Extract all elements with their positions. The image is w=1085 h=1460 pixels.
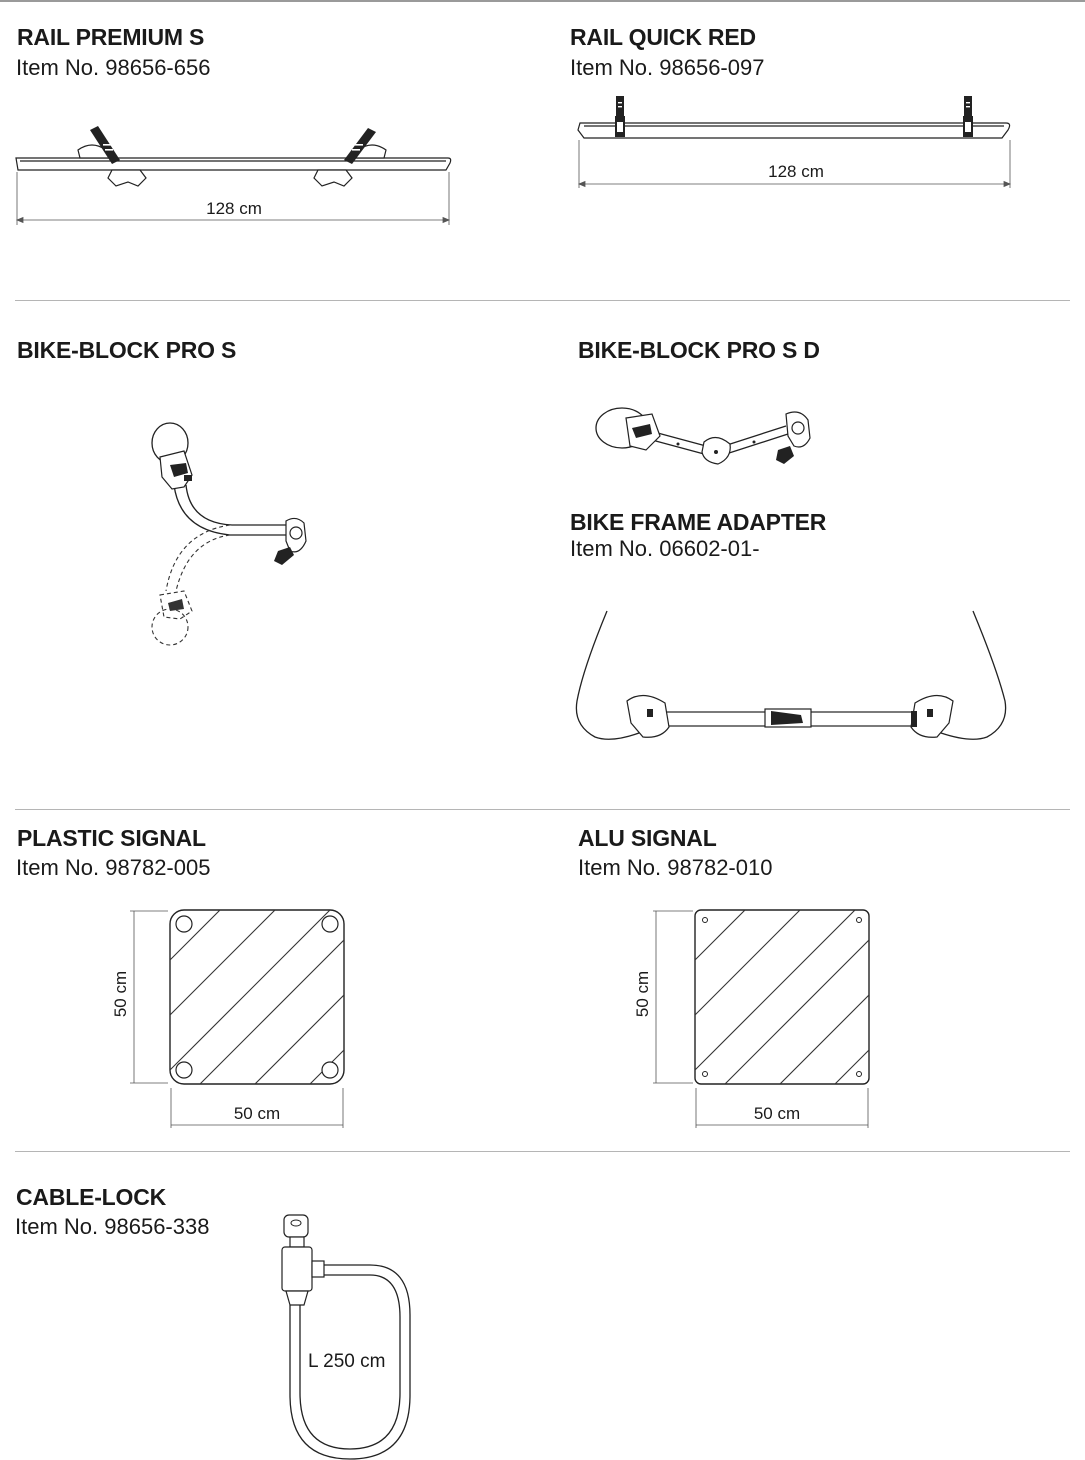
cable-lock-item-number: Item No. 98656-338	[15, 1214, 210, 1239]
bike-block-d-drawing	[595, 407, 811, 465]
rail-premium-length: 128 cm	[206, 199, 262, 218]
bike-block-d-title: BIKE-BLOCK PRO S D	[578, 337, 820, 363]
bike-block-drawing	[151, 422, 307, 646]
rail-quick-item-number: Item No. 98656-097	[570, 55, 765, 80]
plastic-signal-item-number: Item No. 98782-005	[16, 855, 211, 880]
frame-adapter-title: BIKE FRAME ADAPTER	[570, 509, 827, 535]
alu-signal-height: 50 cm	[633, 971, 652, 1017]
rail-premium-drawing: 128 cm	[15, 126, 452, 225]
rail-quick-title: RAIL QUICK RED	[570, 24, 756, 50]
bike-block-title: BIKE-BLOCK PRO S	[17, 337, 237, 363]
alu-signal-drawing: 50 cm 50 cm	[633, 909, 870, 1128]
frame-adapter-drawing	[575, 610, 1007, 740]
cable-lock-length: L 250 cm	[308, 1351, 385, 1372]
plastic-signal-title: PLASTIC SIGNAL	[17, 825, 206, 851]
cable-lock-title: CABLE-LOCK	[16, 1184, 167, 1210]
cable-lock-drawing: L 250 cm	[281, 1214, 411, 1460]
frame-adapter-item-number: Item No. 06602-01-	[570, 536, 760, 561]
rail-quick-length: 128 cm	[768, 162, 824, 181]
alu-signal-item-number: Item No. 98782-010	[578, 855, 773, 880]
top-border	[0, 0, 1085, 2]
section-divider-2	[15, 809, 1070, 810]
section-divider-3	[15, 1151, 1070, 1152]
alu-signal-title: ALU SIGNAL	[578, 825, 717, 851]
plastic-signal-height: 50 cm	[111, 971, 130, 1017]
section-divider-1	[15, 300, 1070, 301]
rail-premium-title: RAIL PREMIUM S	[17, 24, 205, 50]
plastic-signal-width: 50 cm	[234, 1104, 280, 1123]
plastic-signal-drawing: 50 cm 50 cm	[111, 909, 345, 1128]
alu-signal-width: 50 cm	[754, 1104, 800, 1123]
rail-premium-item-number: Item No. 98656-656	[16, 55, 211, 80]
rail-quick-drawing: 128 cm	[577, 96, 1012, 188]
